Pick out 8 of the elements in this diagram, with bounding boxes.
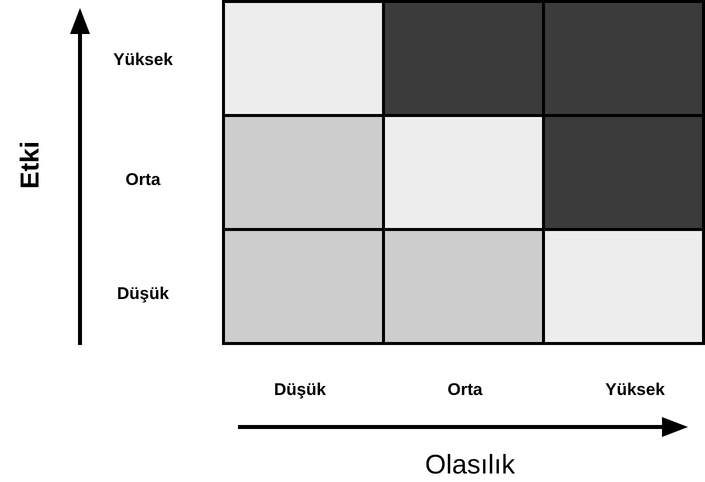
tick-label: Orta [126, 170, 160, 190]
tick-label: Yüksek [113, 50, 173, 70]
tick-label: Düşük [117, 284, 169, 304]
axis-label: Olasılık [424, 450, 516, 480]
axis-label: Etki [14, 141, 46, 189]
tick-label: Orta [448, 380, 482, 400]
tick-label: Yüksek [605, 380, 665, 400]
tick-label: Düşük [274, 380, 326, 400]
